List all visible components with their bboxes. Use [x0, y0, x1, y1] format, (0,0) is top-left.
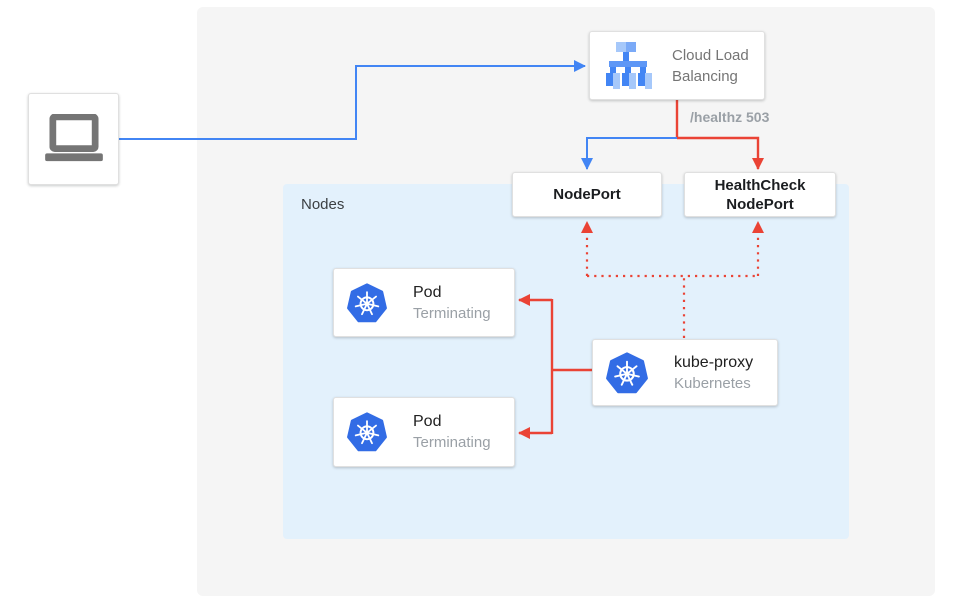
- nodeport-box: NodePort: [512, 172, 662, 217]
- cloud-load-balancing-label: Cloud Load Balancing: [672, 46, 749, 85]
- pod-title: Pod: [413, 413, 442, 430]
- cloud-load-balancing-box: Cloud Load Balancing: [589, 31, 765, 100]
- nodeport-label: NodePort: [553, 186, 621, 203]
- kube-proxy-box: kube-proxy Kubernetes: [592, 339, 778, 406]
- kubernetes-icon: [347, 412, 387, 452]
- kube-proxy-title: kube-proxy: [674, 353, 754, 371]
- cloud-load-balancing-icon: [606, 42, 652, 89]
- pod-title: Pod: [413, 283, 442, 301]
- laptop-icon: [44, 114, 103, 162]
- healthcheck-nodeport-box: HealthCheck NodePort: [684, 172, 836, 217]
- healthz-status-label: /healthz 503: [690, 109, 770, 125]
- kube-proxy-subtitle: Kubernetes: [674, 374, 751, 392]
- healthcheck-nodeport-label: HealthCheck NodePort: [714, 176, 806, 213]
- client-box: [28, 93, 119, 185]
- kubernetes-icon: [347, 282, 387, 322]
- pod-status: Terminating: [413, 304, 491, 322]
- pod-terminating-box-1: Pod Terminating: [333, 268, 515, 337]
- kubernetes-icon: [606, 351, 648, 393]
- pod-status: Terminating: [413, 434, 491, 451]
- nodes-group-label: Nodes: [301, 196, 345, 213]
- pod-terminating-box-2: Pod Terminating: [333, 397, 515, 467]
